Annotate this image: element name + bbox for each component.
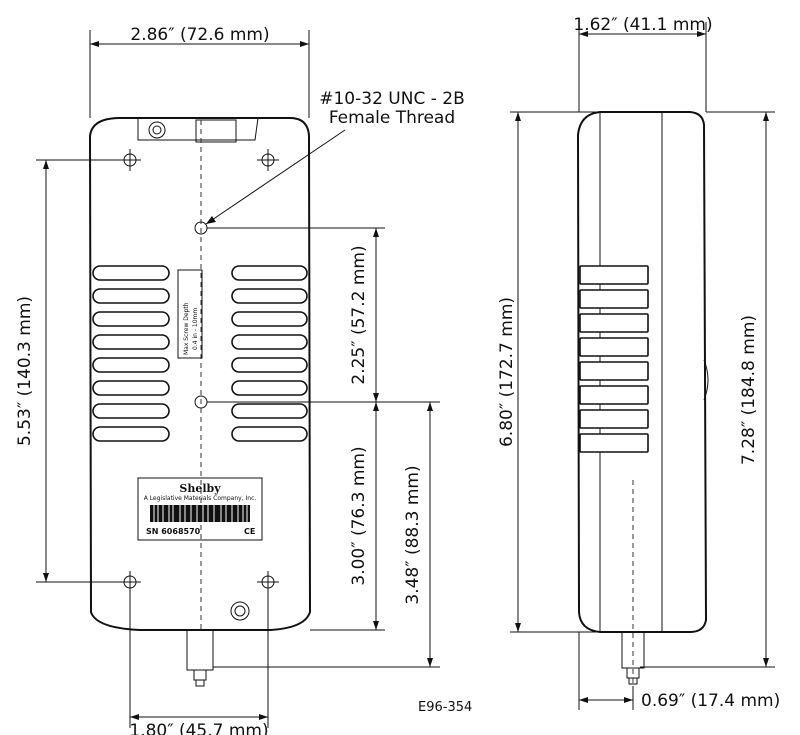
- dim-mount-vertical: 5.53″ (140.3 mm): [15, 296, 35, 446]
- side-vent-slots: [579, 265, 649, 453]
- side-view: [576, 111, 709, 690]
- top-connector-screw-inner: [152, 125, 162, 135]
- screw-depth-line1: Max Screw Depth: [183, 302, 190, 355]
- front-dimensions: 2.86″ (72.6 mm) 5.53″ (140.3 mm) 1.80″ (…: [15, 25, 465, 735]
- screw-depth-line2: 0.4 in - 10mm: [192, 308, 199, 350]
- side-shaft: [621, 631, 645, 685]
- product-tagline: A Legislative Materials Company, Inc.: [144, 495, 257, 502]
- front-shaft: [186, 629, 214, 687]
- product-brand: Shelby: [179, 482, 221, 495]
- dim-shaft-offset: 0.69″ (17.4 mm): [641, 691, 780, 711]
- dim-lower-to-tip: 3.48″ (88.3 mm): [403, 465, 423, 604]
- product-serial: SN 6068570: [146, 527, 201, 536]
- dim-overall-height: 7.28″ (184.8 mm): [739, 315, 759, 465]
- side-dimensions: 1.62″ (41.1 mm) 6.80″ (172.7 mm) 7.28″ (…: [497, 15, 780, 711]
- screw-depth-label: Max Screw Depth 0.4 in - 10mm: [177, 269, 203, 359]
- drawing-ref: E96-354: [418, 700, 472, 715]
- dim-lower-to-bottom: 3.00″ (76.3 mm): [349, 446, 369, 585]
- ce-mark: CE: [244, 527, 255, 536]
- front-view: Max Screw Depth 0.4 in - 10mm Shelby A L…: [88, 117, 312, 687]
- thread-note-line1: #10-32 UNC - 2B: [319, 89, 465, 109]
- dim-side-depth: 1.62″ (41.1 mm): [573, 15, 712, 35]
- thread-leader: [205, 129, 346, 225]
- product-label: Shelby A Legislative Materials Company, …: [137, 477, 263, 541]
- top-connector-screw: [148, 121, 166, 139]
- vent-slots-right: [231, 265, 308, 442]
- barcode: [150, 505, 250, 522]
- top-connector-plug: [195, 119, 237, 143]
- vent-slots-left: [92, 265, 170, 442]
- dim-front-width: 2.86″ (72.6 mm): [130, 25, 269, 45]
- front-body-outline: [88, 117, 312, 631]
- dim-mount-horizontal: 1.80″ (45.7 mm): [129, 721, 268, 735]
- dim-thread-spacing: 2.25″ (57.2 mm): [349, 245, 369, 384]
- mount-hole-top-right: [257, 149, 279, 171]
- thread-note-line2: Female Thread: [329, 108, 455, 128]
- bottom-screw: [230, 601, 250, 621]
- dim-body-height: 6.80″ (172.7 mm): [497, 297, 517, 447]
- side-bulge: [703, 359, 709, 401]
